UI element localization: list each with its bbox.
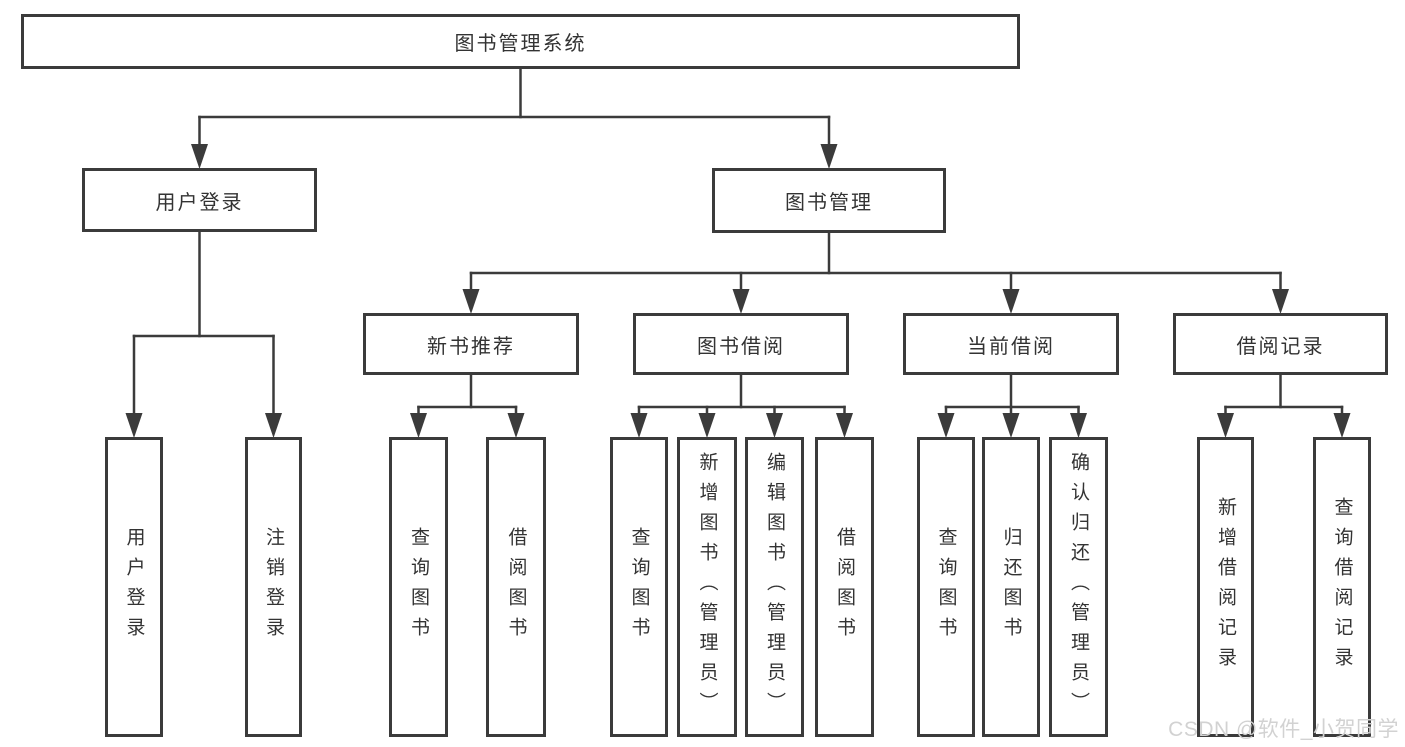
node-label: 查询图书 xyxy=(408,527,429,647)
diagram-node-return-books: 归还图书 xyxy=(982,437,1040,737)
node-label: 图书借阅 xyxy=(697,335,785,358)
arrowhead-icon xyxy=(732,289,750,314)
node-label: 图书管理 xyxy=(785,192,873,214)
arrowhead-icon xyxy=(125,413,143,438)
arrowhead-icon xyxy=(1002,289,1020,314)
arrowhead-icon xyxy=(1002,413,1020,438)
node-label: 编辑图书（管理员） xyxy=(764,452,785,722)
arrowhead-icon xyxy=(1272,289,1289,314)
diagram-node-new-book-rec: 新书推荐 xyxy=(363,313,579,375)
node-label: 用户登录 xyxy=(155,191,244,214)
diagram-node-borrow-books-nb: 借阅图书 xyxy=(486,437,546,737)
node-label: 用户登录 xyxy=(123,527,145,647)
diagram-node-book-borrow: 图书借阅 xyxy=(633,313,849,375)
node-label: 新增借阅记录 xyxy=(1215,497,1236,677)
arrowhead-icon xyxy=(630,413,648,438)
arrowhead-icon xyxy=(836,413,853,438)
arrowhead-icon xyxy=(410,413,427,438)
diagram-node-book-mgmt: 图书管理 xyxy=(712,168,946,233)
node-label: 图书管理系统 xyxy=(454,33,587,55)
arrowhead-icon xyxy=(1217,413,1234,438)
diagram-node-add-borrow-record: 新增借阅记录 xyxy=(1197,437,1254,737)
arrowhead-icon xyxy=(191,144,208,169)
node-label: 确认归还（管理员） xyxy=(1068,452,1089,722)
arrowhead-icon xyxy=(820,144,838,169)
diagram-node-query-books-bb: 查询图书 xyxy=(610,437,668,737)
node-label: 查询图书 xyxy=(935,527,957,647)
arrowhead-icon xyxy=(698,413,716,438)
arrowhead-icon xyxy=(1070,413,1087,438)
node-label: 当前借阅 xyxy=(967,335,1055,358)
node-label: 借阅图书 xyxy=(834,527,855,647)
node-label: 借阅记录 xyxy=(1236,335,1325,358)
diagram-node-borrow-records: 借阅记录 xyxy=(1173,313,1388,375)
arrowhead-icon xyxy=(265,413,282,438)
diagram-node-logout-leaf: 注销登录 xyxy=(245,437,302,737)
arrowhead-icon xyxy=(507,413,525,438)
diagram-node-confirm-return: 确认归还（管理员） xyxy=(1049,437,1108,737)
diagram-node-query-books-cb: 查询图书 xyxy=(917,437,975,737)
diagram-node-borrow-books-bb: 借阅图书 xyxy=(815,437,874,737)
arrowhead-icon xyxy=(766,413,783,438)
node-label: 注销登录 xyxy=(263,527,284,647)
diagram-node-user-login: 用户登录 xyxy=(82,168,317,232)
node-label: 借阅图书 xyxy=(505,527,527,647)
node-label: 归还图书 xyxy=(1000,527,1022,647)
arrowhead-icon xyxy=(1333,413,1351,438)
diagram-node-query-books-nb: 查询图书 xyxy=(389,437,448,737)
node-label: 查询图书 xyxy=(628,527,650,647)
node-label: 查询借阅记录 xyxy=(1331,497,1353,677)
node-label: 新增图书（管理员） xyxy=(696,452,718,722)
diagram-node-login-leaf: 用户登录 xyxy=(105,437,163,737)
diagram-node-add-books: 新增图书（管理员） xyxy=(677,437,737,737)
diagram-node-query-borrow-record: 查询借阅记录 xyxy=(1313,437,1371,737)
arrowhead-icon xyxy=(937,413,955,438)
diagram-node-edit-books: 编辑图书（管理员） xyxy=(745,437,804,737)
diagram-node-root: 图书管理系统 xyxy=(21,14,1020,69)
node-label: 新书推荐 xyxy=(427,335,515,358)
diagram-node-current-borrow: 当前借阅 xyxy=(903,313,1119,375)
arrowhead-icon xyxy=(462,289,480,314)
